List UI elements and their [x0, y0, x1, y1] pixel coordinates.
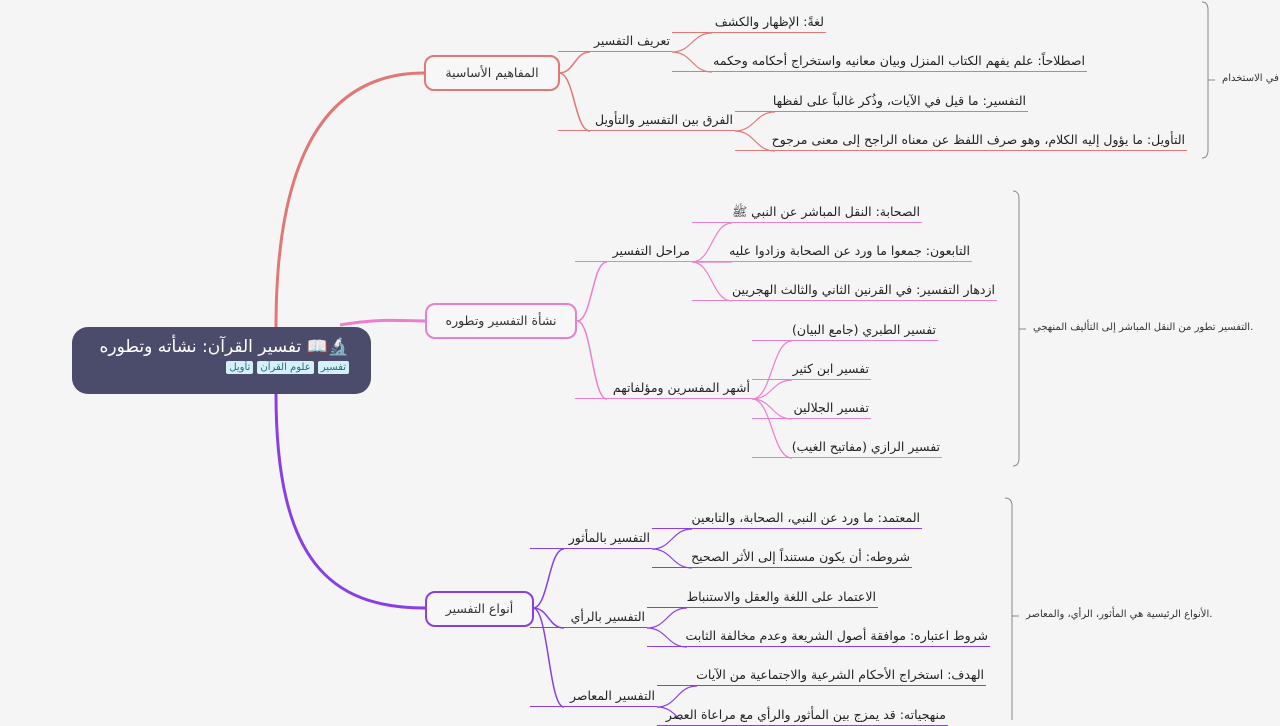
link: [751, 340, 793, 400]
summary-1: في الاستخدام: [1222, 73, 1279, 84]
tag[interactable]: تأويل: [226, 361, 254, 374]
leaf[interactable]: ازدهار التفسير: في القرنين الثاني والثال…: [692, 281, 997, 301]
leaf[interactable]: الهدف: استخراج الأحكام الشرعية والاجتماع…: [657, 666, 986, 686]
link: [558, 51, 591, 74]
leaf[interactable]: التابعون: جمعوا ما ورد عن الصحابة وزادوا…: [692, 242, 972, 262]
summary-bracket: [1201, 1, 1209, 159]
link: [751, 398, 793, 459]
leaf[interactable]: تفسير الرازي (مفاتيح الغيب): [752, 438, 942, 458]
leaf[interactable]: تفسير ابن كثير: [752, 360, 871, 380]
link: [656, 706, 682, 720]
leaf[interactable]: التأويل: ما يؤول إليه الكلام، وهو صرف ال…: [735, 131, 1187, 151]
sub-contemporary[interactable]: التفسير المعاصر: [530, 687, 657, 707]
leaf[interactable]: تفسير الطبري (جامع البيان): [752, 321, 938, 341]
leaf[interactable]: اصطلاحاً: علم يفهم الكتاب المنزل وبيان م…: [672, 52, 1087, 72]
leaf[interactable]: منهجياته: قد يمزج بين المأثور والرأي مع …: [657, 706, 948, 726]
branch-node-types[interactable]: أنواع التفسير: [425, 591, 534, 627]
link: [576, 320, 608, 400]
leaf[interactable]: شروط اعتباره: موافقة أصول الشريعة وعدم م…: [647, 627, 990, 647]
link: [558, 72, 591, 132]
link: [576, 261, 608, 322]
leaf[interactable]: شروطه: أن يكون مستنداً إلى الأثر الصحيح: [652, 548, 912, 568]
main-link: [274, 393, 426, 610]
link: [532, 607, 565, 708]
sub-stages[interactable]: مراحل التفسير: [575, 242, 692, 262]
link: [651, 528, 693, 550]
leaf[interactable]: المعتمد: ما ورد عن النبي، الصحابة، والتا…: [652, 509, 922, 529]
main-link: [274, 71, 425, 328]
sub-difference[interactable]: الفرق بين التفسير والتأويل: [558, 111, 735, 131]
tag[interactable]: علوم القرآن: [257, 361, 314, 374]
sub-mathur[interactable]: التفسير بالمأثور: [530, 529, 652, 549]
leaf[interactable]: تفسير الجلالين: [752, 399, 871, 419]
branch-node-origin[interactable]: نشأة التفسير وتطوره: [425, 303, 577, 339]
link: [656, 685, 698, 708]
summary-3: .الأنواع الرئيسية هي المأثور، الرأي، وال…: [1026, 609, 1213, 620]
leaf[interactable]: الصحابة: النقل المباشر عن النبي ﷺ: [692, 203, 922, 223]
tag[interactable]: تفسير: [317, 361, 349, 374]
summary-2: .التفسير تطور من النقل المباشر إلى التأل…: [1033, 322, 1254, 333]
main-link: [339, 318, 426, 327]
root-title: 🔬📖 تفسير القرآن: نشأته وتطوره: [99, 337, 349, 357]
leaf[interactable]: لغةً: الإظهار والكشف: [672, 13, 826, 33]
link: [734, 111, 776, 132]
link: [691, 222, 733, 263]
summary-bracket: [1012, 190, 1020, 467]
leaf[interactable]: التفسير: ما قيل في الآيات، وذُكر غالباً …: [735, 92, 1028, 112]
leaf[interactable]: الاعتماد على اللغة والعقل والاستنباط: [647, 588, 878, 608]
link: [646, 607, 688, 629]
link: [532, 548, 565, 609]
sub-famous-mufassirun[interactable]: أشهر المفسرين ومؤلفاتهم: [575, 379, 752, 399]
branch-node-basic-concepts[interactable]: المفاهيم الأساسية: [424, 55, 560, 91]
summary-bracket: [1004, 497, 1013, 720]
link: [751, 379, 793, 400]
link: [691, 261, 733, 302]
root-node[interactable]: 🔬📖 تفسير القرآن: نشأته وتطوره تأويل علوم…: [72, 327, 371, 394]
sub-definition[interactable]: تعريف التفسير: [558, 32, 672, 52]
tag-list: تأويل علوم القرآن تفسير: [94, 361, 349, 374]
link: [671, 32, 713, 53]
sub-ray[interactable]: التفسير بالرأي: [530, 608, 647, 628]
